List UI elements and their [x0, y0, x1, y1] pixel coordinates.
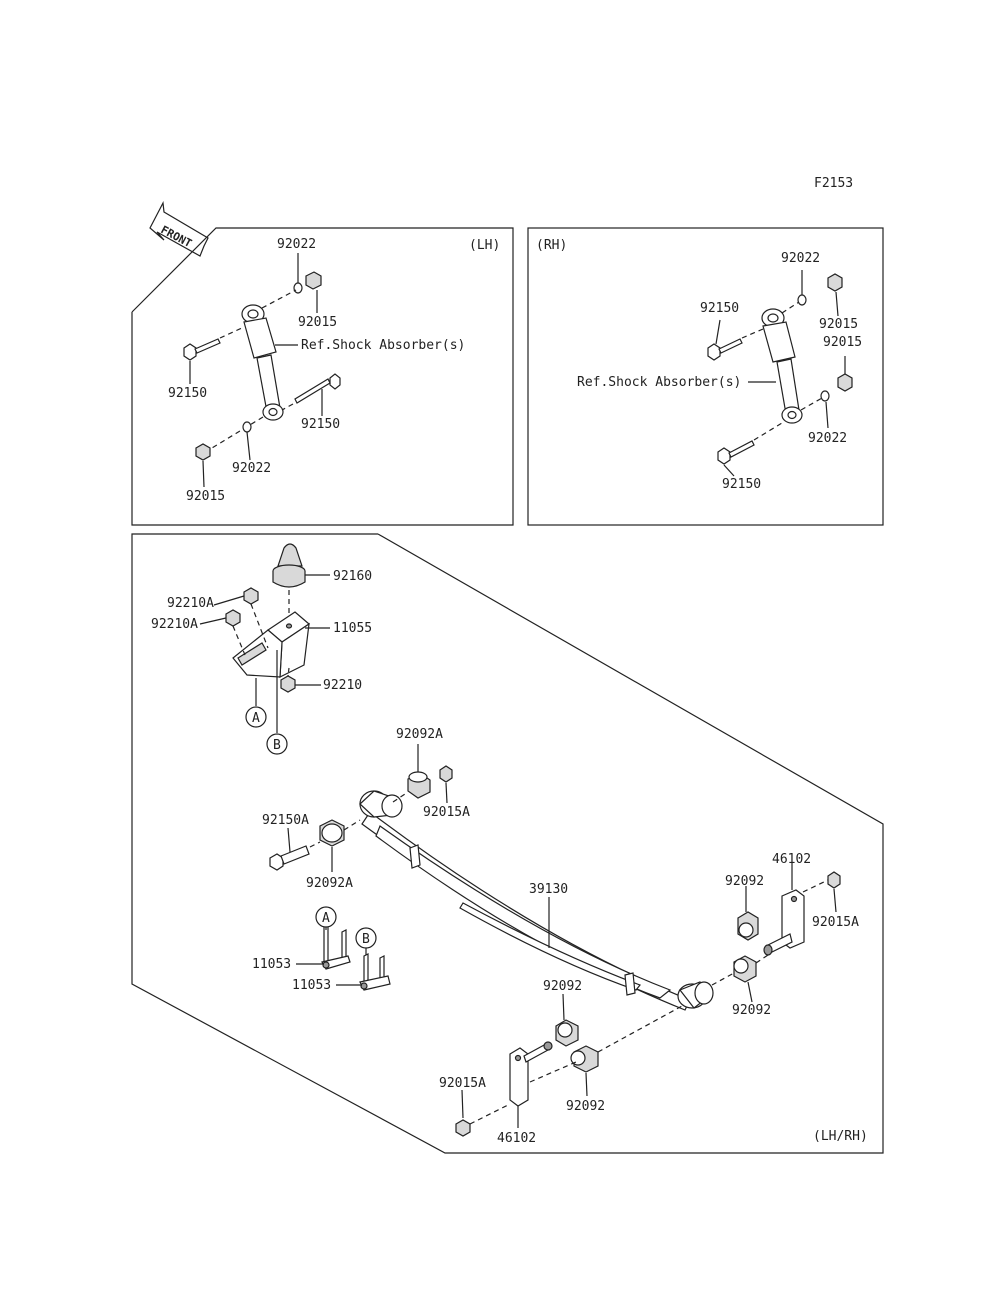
- part-label: 92022: [232, 461, 271, 476]
- nut-icon: [455, 1119, 471, 1137]
- bolt-icon: [717, 440, 755, 465]
- nut-icon: [195, 443, 211, 461]
- leaf-spring-icon: [359, 790, 714, 1011]
- part-label: 92210A: [151, 617, 198, 632]
- u-bolt-icon: [321, 923, 351, 970]
- part-label: 92092: [725, 874, 764, 889]
- lh-panel: (LH): [131, 227, 514, 526]
- main-panel: (LH/RH) A B: [131, 533, 884, 1154]
- rh-panel: (RH) 920: [527, 227, 884, 526]
- part-label: 39130: [529, 882, 568, 897]
- washer-icon: [797, 294, 807, 306]
- part-label: 92150: [301, 417, 340, 432]
- callout-a-text: A: [322, 911, 330, 926]
- part-label: 92150: [168, 386, 207, 401]
- bump-stop-icon: [272, 543, 306, 588]
- part-label: 92022: [781, 251, 820, 266]
- callout-a: [245, 706, 267, 728]
- nut-icon: [280, 675, 296, 693]
- part-label: 92092: [732, 1003, 771, 1018]
- part-label: 92015A: [423, 805, 470, 820]
- part-label: 92160: [333, 569, 372, 584]
- part-label: 92092A: [396, 727, 443, 742]
- part-label: 92150: [700, 301, 739, 316]
- callout-a: [315, 906, 337, 928]
- part-label: 92092: [566, 1099, 605, 1114]
- ref-label: Ref.Shock Absorber(s): [301, 338, 465, 353]
- washer-icon: [293, 282, 303, 294]
- bolt-icon: [294, 373, 341, 404]
- shackle-icon: [763, 889, 805, 956]
- callout-b-text: B: [273, 738, 281, 753]
- bushing-icon: [570, 1045, 599, 1073]
- part-label: 92092: [543, 979, 582, 994]
- part-label: 92015: [298, 315, 337, 330]
- callout-b-text: B: [362, 932, 370, 947]
- figure-code: F2153: [814, 176, 853, 191]
- part-label: 92015A: [439, 1076, 486, 1091]
- washer-icon: [242, 421, 252, 433]
- part-label: 92015: [186, 489, 225, 504]
- nut-icon: [837, 373, 853, 392]
- part-label: 92092A: [306, 876, 353, 891]
- shackle-icon: [509, 1041, 553, 1107]
- bushing-icon: [407, 771, 431, 799]
- part-label: 92015: [823, 335, 862, 350]
- rh-side-label: (RH): [536, 238, 567, 253]
- nut-icon: [305, 271, 322, 290]
- part-label: 92150: [722, 477, 761, 492]
- bushing-icon: [733, 955, 757, 983]
- part-label: 11053: [252, 957, 291, 972]
- part-label: 92210: [323, 678, 362, 693]
- part-label: 92015A: [812, 915, 859, 930]
- bolt-icon: [183, 338, 221, 361]
- part-label: 92022: [277, 237, 316, 252]
- bolt-icon: [707, 338, 743, 361]
- nut-icon: [827, 871, 841, 889]
- lh-side-label: (LH): [469, 238, 500, 253]
- part-label: 92210A: [167, 596, 214, 611]
- shock-absorber-icon: [241, 304, 284, 421]
- part-label: 92150A: [262, 813, 309, 828]
- nut-icon: [827, 273, 843, 292]
- nut-icon: [439, 765, 453, 783]
- callout-b: [266, 733, 288, 755]
- nut-icon: [243, 587, 259, 605]
- front-arrow-icon: FRONT: [149, 200, 209, 257]
- ref-label: Ref.Shock Absorber(s): [577, 375, 741, 390]
- bushing-icon: [737, 911, 759, 941]
- callout-a-text: A: [252, 711, 260, 726]
- bracket-icon: [232, 611, 310, 678]
- part-label: 46102: [497, 1131, 536, 1146]
- bushing-icon: [555, 1019, 579, 1047]
- u-bolt-icon: [359, 953, 391, 991]
- part-label: 92015: [819, 317, 858, 332]
- washer-icon: [820, 390, 830, 402]
- part-label: 11055: [333, 621, 372, 636]
- part-label: 46102: [772, 852, 811, 867]
- part-label: 92022: [808, 431, 847, 446]
- bushing-icon: [319, 819, 345, 847]
- shock-absorber-icon: [761, 308, 803, 424]
- part-label: 11053: [292, 978, 331, 993]
- bolt-icon: [269, 845, 310, 871]
- main-side-label: (LH/RH): [813, 1129, 868, 1144]
- nut-icon: [225, 609, 241, 627]
- callout-b: [355, 927, 377, 949]
